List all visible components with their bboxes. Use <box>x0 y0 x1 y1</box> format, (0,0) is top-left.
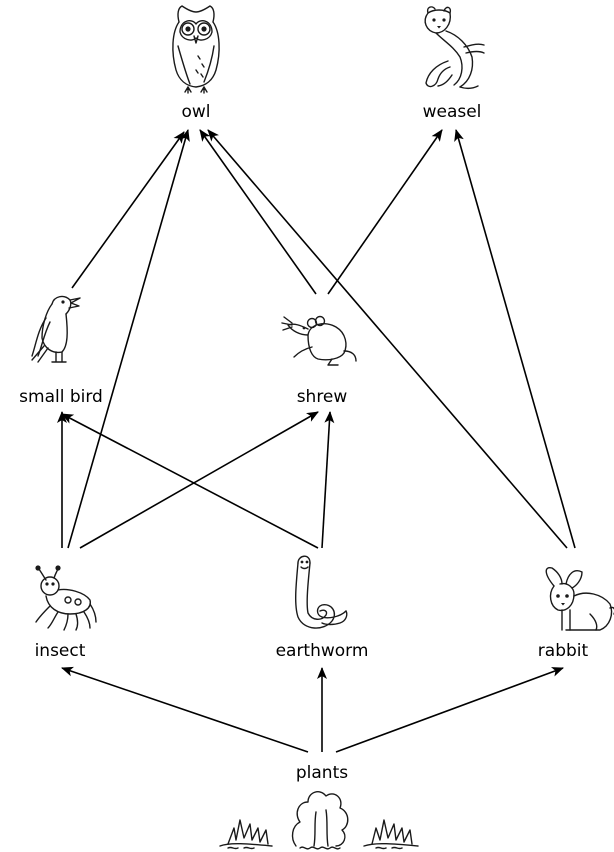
arrow-insect-to-shrew <box>79 411 319 549</box>
insect-node: insect <box>35 565 97 661</box>
insect-icon <box>35 565 97 631</box>
arrow-rabbit-to-owl <box>207 129 568 549</box>
arrow-shrew-to-weasel <box>327 129 443 295</box>
small-bird-icon <box>31 295 81 363</box>
earthworm-label: earthworm <box>276 641 369 661</box>
shrew-label: shrew <box>297 387 348 407</box>
owl-node: owl <box>172 5 220 122</box>
earthworm-node: earthworm <box>276 555 369 661</box>
small-bird-node: small bird <box>19 295 103 407</box>
owl-icon <box>172 5 220 94</box>
rabbit-node: rabbit <box>538 567 614 661</box>
rabbit-icon <box>545 567 614 631</box>
weasel-node: weasel <box>423 6 485 122</box>
plants-icon <box>219 791 419 850</box>
arrow-rabbit-to-weasel <box>454 129 576 549</box>
weasel-icon <box>424 6 485 90</box>
weasel-label: weasel <box>423 102 482 122</box>
owl-label: owl <box>181 102 210 122</box>
plants-node: plants <box>219 763 419 850</box>
rabbit-label: rabbit <box>538 641 589 661</box>
arrow-layer <box>57 129 576 753</box>
arrow-insect-to-owl <box>67 129 190 549</box>
arrow-shrew-to-owl <box>199 129 317 295</box>
earthworm-icon <box>295 555 348 629</box>
arrow-plants-to-rabbit <box>335 667 564 753</box>
arrow-earthworm-to-small-bird <box>61 413 319 549</box>
arrow-plants-to-insect <box>61 666 309 753</box>
small-bird-label: small bird <box>19 387 103 407</box>
plants-label: plants <box>296 763 348 783</box>
arrow-small-bird-to-owl <box>71 131 185 289</box>
shrew-icon <box>281 315 357 366</box>
shrew-node: shrew <box>281 315 357 407</box>
arrow-earthworm-to-shrew <box>321 411 335 549</box>
insect-label: insect <box>35 641 86 661</box>
